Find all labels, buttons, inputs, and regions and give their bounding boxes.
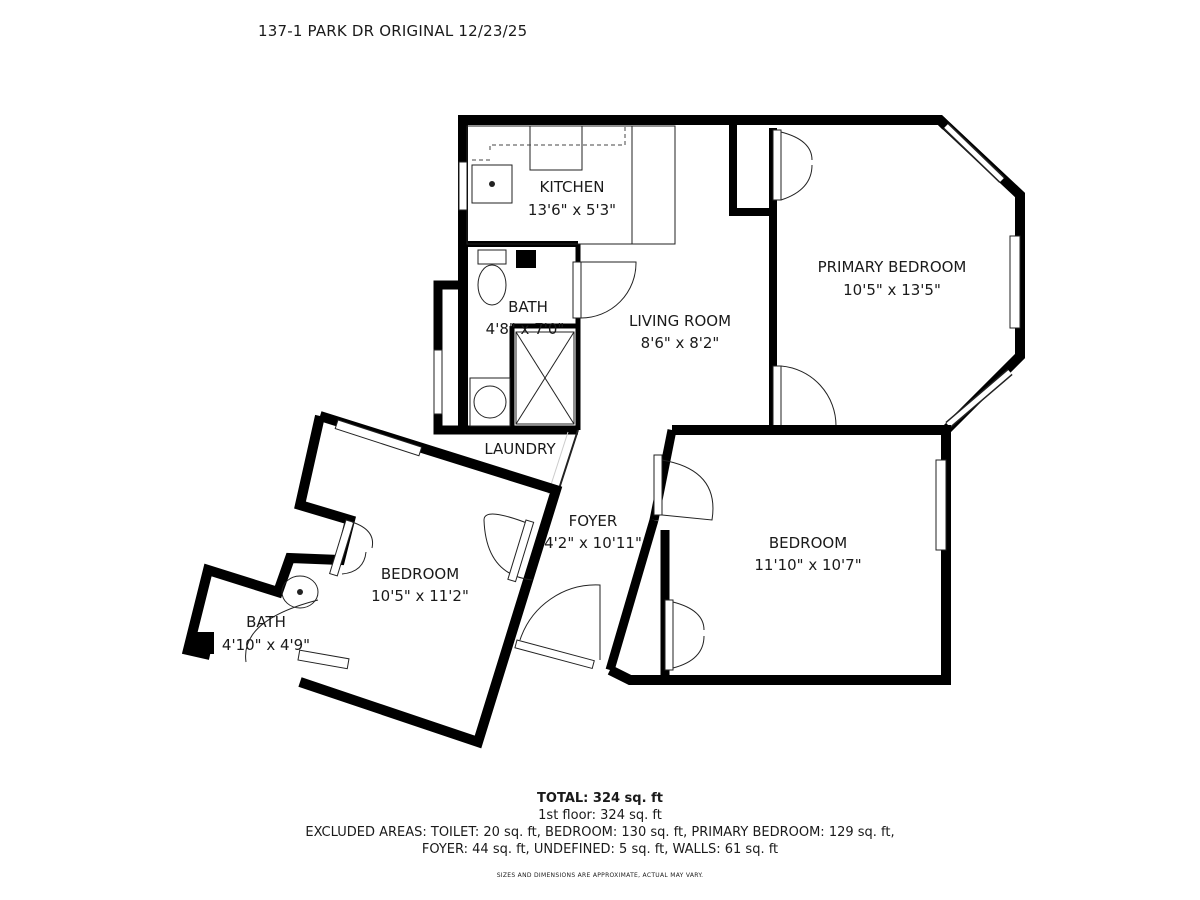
room-dims: 4'2" x 10'11" bbox=[544, 534, 642, 552]
bath-door bbox=[572, 261, 637, 319]
plan-title: 137-1 PARK DR ORIGINAL 12/23/25 bbox=[258, 22, 528, 40]
disclaimer: SIZES AND DIMENSIONS ARE APPROXIMATE, AC… bbox=[496, 872, 704, 879]
room-name: FOYER bbox=[569, 512, 618, 530]
room-dims: 4'8" x 7'0" bbox=[486, 320, 565, 338]
left-bedroom bbox=[181, 411, 563, 749]
room-labels: KITCHEN 13'6" x 5'3" PRIMARY BEDROOM 10'… bbox=[222, 178, 966, 654]
room-dims: 8'6" x 8'2" bbox=[641, 334, 720, 352]
room-name: KITCHEN bbox=[540, 178, 605, 196]
room-dims: 13'6" x 5'3" bbox=[528, 201, 616, 219]
room-dims: 10'5" x 11'2" bbox=[371, 587, 469, 605]
footer-summary: TOTAL: 324 sq. ft 1st floor: 324 sq. ft … bbox=[0, 790, 1200, 858]
right-bedroom-walls bbox=[607, 425, 951, 685]
excluded-areas-line1: EXCLUDED AREAS: TOILET: 20 sq. ft, BEDRO… bbox=[305, 825, 895, 840]
room-name: BEDROOM bbox=[381, 565, 459, 583]
room-dims: 10'5" x 13'5" bbox=[843, 281, 941, 299]
room-name: BATH bbox=[508, 298, 548, 316]
bath-fixtures bbox=[433, 249, 575, 427]
room-name: LIVING ROOM bbox=[629, 312, 731, 330]
room-name: BATH bbox=[246, 613, 286, 631]
room-dims: 4'10" x 4'9" bbox=[222, 636, 310, 654]
room-dims: 11'10" x 10'7" bbox=[754, 556, 861, 574]
excluded-areas-line2: FOYER: 44 sq. ft, UNDEFINED: 5 sq. ft, W… bbox=[421, 842, 779, 857]
kitchen-fixtures bbox=[458, 125, 676, 245]
room-name: BEDROOM bbox=[769, 534, 847, 552]
room-name: LAUNDRY bbox=[484, 440, 556, 458]
floor-area: 1st floor: 324 sq. ft bbox=[538, 808, 662, 823]
foyer bbox=[514, 429, 659, 672]
room-name: PRIMARY BEDROOM bbox=[818, 258, 967, 276]
total-area: TOTAL: 324 sq. ft bbox=[537, 791, 663, 806]
